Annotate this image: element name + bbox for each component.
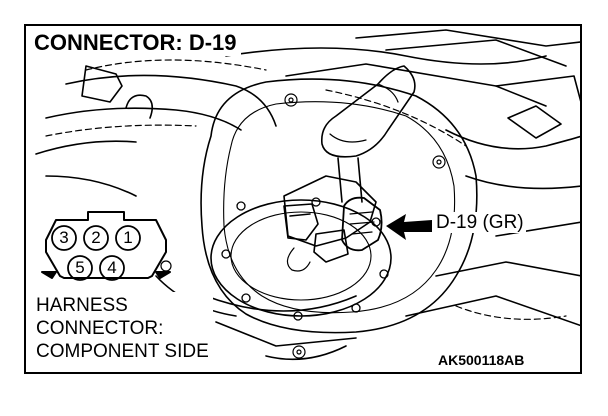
caption-line-2: CONNECTOR: bbox=[36, 318, 164, 339]
pump-top-body bbox=[283, 175, 377, 247]
pin-label-1: 1 bbox=[123, 228, 133, 247]
pin-label-2: 2 bbox=[91, 228, 101, 247]
well-screws bbox=[160, 93, 446, 359]
wire-loop bbox=[286, 247, 311, 272]
pump-well-inner bbox=[223, 101, 456, 314]
pin-label-4: 4 bbox=[107, 258, 117, 277]
fitting-left bbox=[283, 203, 319, 241]
flange-bolts bbox=[221, 197, 389, 321]
harness-connector-caption: HARNESS CONNECTOR: COMPONENT SIDE bbox=[34, 292, 213, 365]
diagram-frame: 3 2 1 5 4 CONNECTOR: D-19 D-19 (GR) HARN… bbox=[24, 24, 582, 374]
fitting-bottom bbox=[313, 229, 349, 263]
callout-arrow bbox=[386, 214, 432, 240]
harness-dashed-lines bbox=[45, 59, 567, 320]
connector-d19-detail bbox=[349, 211, 375, 235]
connector-d19-body bbox=[341, 196, 383, 252]
pump-flange-inner bbox=[230, 211, 372, 301]
callout-label: D-19 (GR) bbox=[434, 212, 526, 233]
hose-detail bbox=[329, 83, 399, 143]
figure-code: AK500118AB bbox=[436, 352, 527, 368]
body-panel-lines bbox=[35, 29, 580, 361]
connector-face-diagram bbox=[41, 211, 171, 281]
caption-line-1: HARNESS bbox=[36, 295, 128, 316]
pump-flange bbox=[210, 199, 392, 317]
fuel-hose bbox=[320, 65, 416, 158]
pin-label-3: 3 bbox=[59, 228, 69, 247]
hose-stem bbox=[337, 157, 363, 203]
caption-line-3: COMPONENT SIDE bbox=[36, 341, 209, 362]
connector-title: CONNECTOR: D-19 bbox=[32, 30, 241, 56]
pump-well-outline bbox=[200, 78, 478, 334]
engine-bay-drawing bbox=[35, 29, 580, 361]
pin-label-5: 5 bbox=[75, 258, 85, 277]
